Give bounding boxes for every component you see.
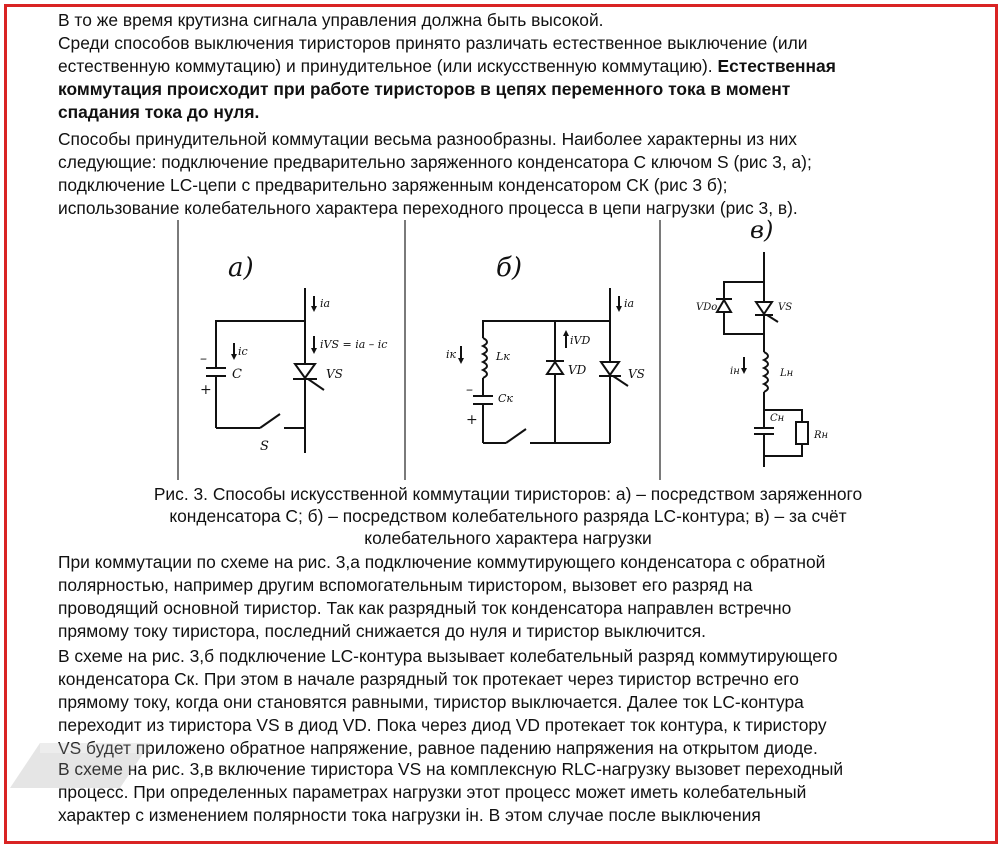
capacitor-label: Cк: [498, 392, 513, 405]
inductor-label: Lн: [779, 368, 793, 379]
thyristor-label: VS: [326, 367, 343, 381]
diode-label: VD: [568, 363, 587, 377]
paragraph-scheme-a: При коммутации по схеме на рис. 3,а подк…: [58, 551, 958, 643]
text-line: Способы принудительной коммутации весьма…: [58, 129, 797, 149]
paragraph-scheme-b: В схеме на рис. 3,б подключение LC-конту…: [58, 645, 958, 760]
capacitor-label: C: [232, 367, 242, 382]
caption-line: колебательного характера нагрузки: [364, 528, 652, 548]
figure-caption: Рис. 3. Способы искусственной коммутации…: [58, 483, 958, 549]
text-line: VS будет приложено обратное напряжение, …: [58, 738, 818, 758]
text-line: В схеме на рис. 3,б подключение LC-конту…: [58, 646, 838, 666]
page-frame: [4, 4, 998, 844]
text-line: В то же время крутизна сигнала управлени…: [58, 10, 604, 30]
text-run: естественную коммутацию) и принудительно…: [58, 56, 713, 76]
paragraph-methods: Способы принудительной коммутации весьма…: [58, 128, 958, 220]
paragraph-scheme-c: В схеме на рис. 3,в включение тиристора …: [58, 758, 958, 827]
switch-label: S: [260, 439, 269, 454]
current-label: iс: [238, 345, 248, 358]
circuit-diagram-b: б) iк Lк – + Cк iVD VD iа VS: [446, 253, 645, 444]
inductor-label: Lк: [495, 350, 510, 363]
current-label: iк: [446, 348, 457, 361]
text-line: При коммутации по схеме на рис. 3,а подк…: [58, 552, 826, 572]
figure-dividers: [177, 220, 661, 480]
bold-text: Естественная: [717, 56, 836, 76]
text-line: переходит из тиристора VS в диод VD. Пок…: [58, 715, 827, 735]
current-label: iа: [320, 297, 330, 310]
minus-sign: –: [200, 351, 207, 367]
text-line: подключение LC-цепи с предварительно зар…: [58, 175, 728, 195]
current-label: iVD: [570, 334, 590, 347]
diode-label: VDо: [696, 302, 717, 313]
plus-sign: +: [466, 412, 478, 428]
capacitor-label: Cн: [770, 413, 784, 424]
current-label: iа: [624, 297, 634, 310]
plus-sign: +: [200, 382, 212, 398]
text-line: В схеме на рис. 3,в включение тиристора …: [58, 759, 844, 779]
text-line: проводящий основной тиристор. Так как ра…: [58, 598, 792, 618]
text-line: прямому току тиристора, последний снижае…: [58, 621, 707, 641]
text-line: процесс. При определенных параметрах наг…: [58, 782, 807, 802]
watermark-logo: [10, 743, 150, 788]
bold-text-line: коммутация происходит при работе тиристо…: [58, 79, 791, 99]
text-line: Среди способов выключения тиристоров при…: [58, 33, 808, 53]
figure-label-a: а): [228, 253, 254, 283]
current-label: iVS = iа – iс: [320, 338, 387, 351]
bold-text-line: спадания тока до нуля.: [58, 102, 260, 122]
figure-label-b: б): [496, 253, 522, 283]
text-line: естественную коммутацию) и принудительно…: [58, 55, 958, 78]
minus-sign: –: [466, 382, 473, 398]
caption-line: конденсатора С; б) – посредством колебат…: [169, 506, 847, 526]
thyristor-label: VS: [628, 367, 645, 381]
circuit-diagram-c: в) VDо VS iн Lн Cн Rн: [696, 216, 828, 467]
circuit-diagram-a: а) – + iс C iа iVS = iа – iс VS S: [200, 253, 387, 454]
text-line: конденсатора Ск. При этом в начале разря…: [58, 669, 799, 689]
current-label: iн: [730, 366, 740, 377]
thyristor-label: VS: [778, 302, 792, 313]
text-line: характер с изменением полярности тока на…: [58, 805, 761, 825]
figure-label-c: в): [750, 216, 773, 244]
text-line: полярностью, например другим вспомогател…: [58, 575, 753, 595]
caption-line: Рис. 3. Способы искусственной коммутации…: [153, 484, 863, 504]
paragraph-intro: В то же время крутизна сигнала управлени…: [58, 9, 958, 124]
text-line: прямому току, когда они становятся равны…: [58, 692, 804, 712]
resistor-label: Rн: [813, 430, 828, 441]
text-line: следующие: подключение предварительно за…: [58, 152, 812, 172]
text-line: использование колебательного характера п…: [58, 198, 798, 218]
